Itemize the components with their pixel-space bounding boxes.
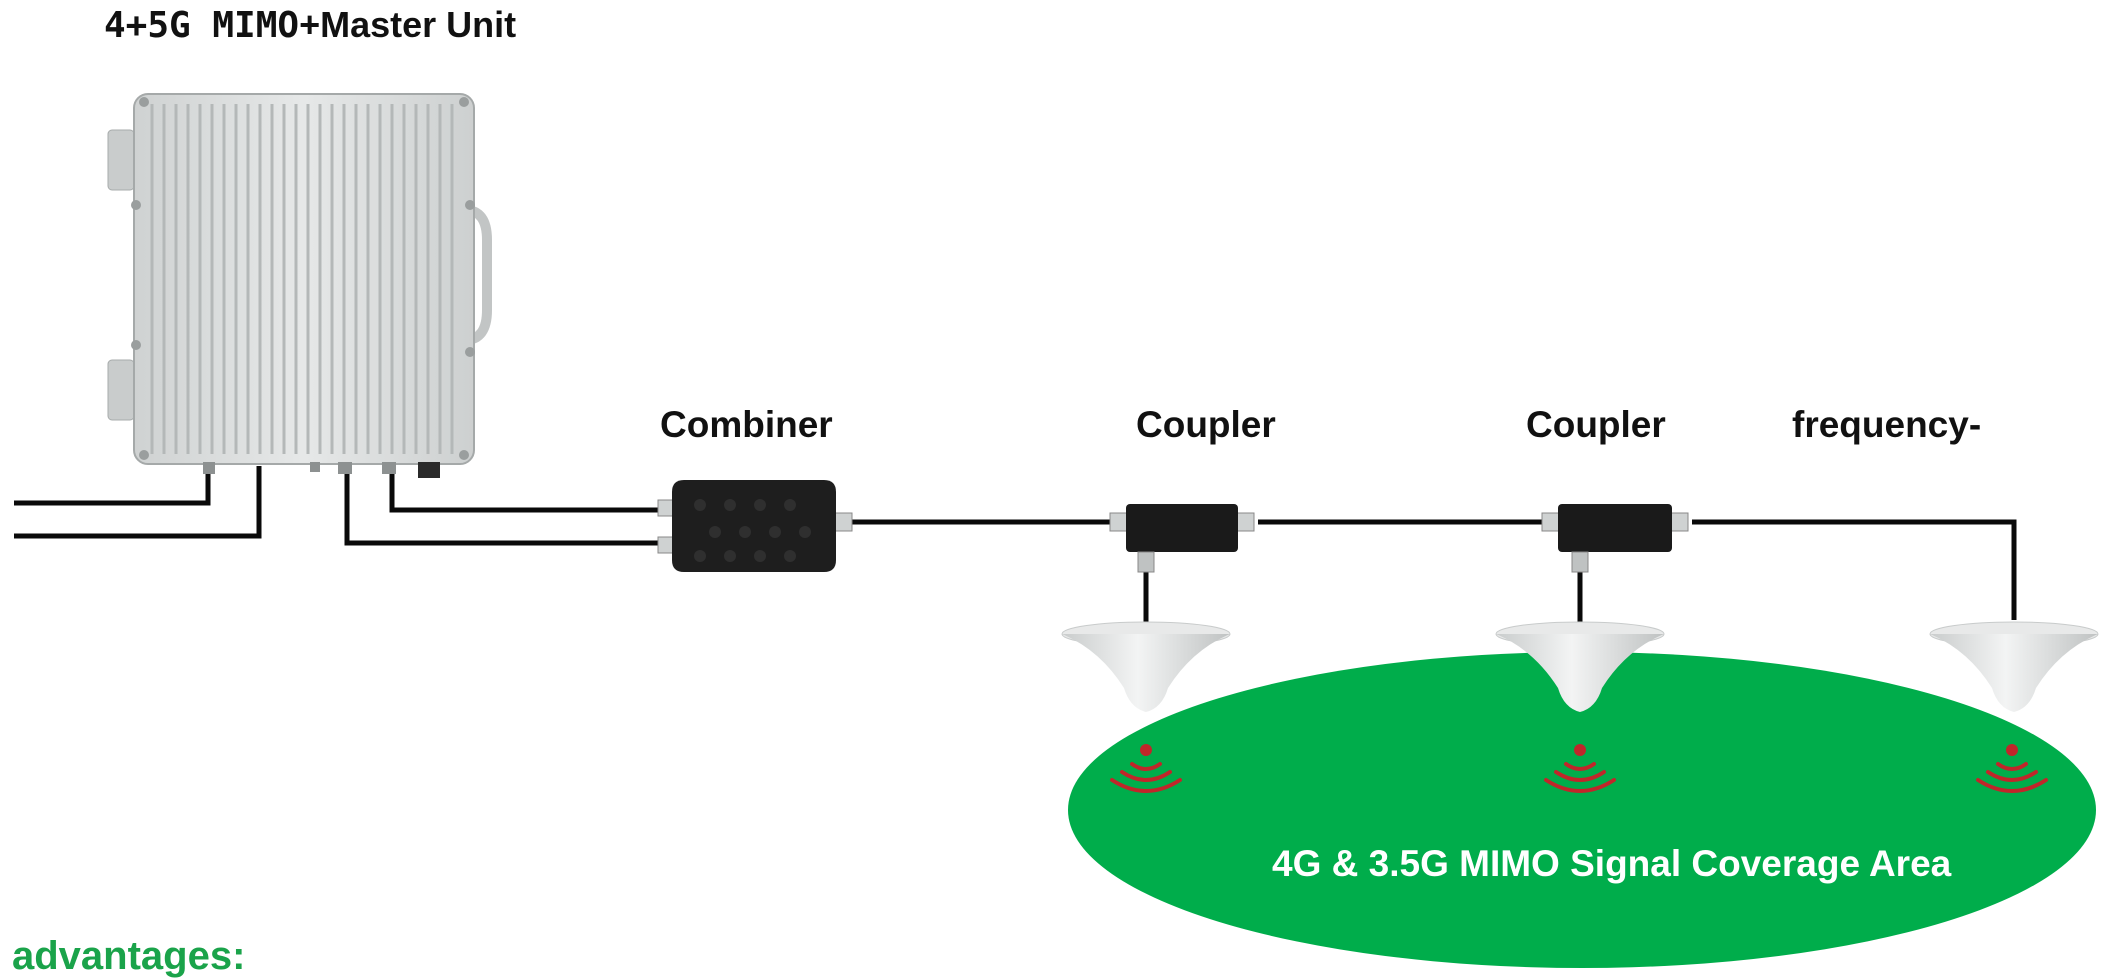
- coupler-label-1: Coupler: [1136, 404, 1276, 445]
- coverage-area-label: 4G & 3.5G MIMO Signal Coverage Area: [1272, 843, 1952, 884]
- frequency-label: frequency-: [1792, 404, 1982, 445]
- coupler-label-2: Coupler: [1526, 404, 1666, 445]
- input-cable-1: [14, 466, 211, 506]
- coupler-image: [1109, 504, 1255, 573]
- combiner-label: Combiner: [660, 404, 833, 445]
- master-unit-image: [107, 93, 492, 478]
- title-suffix: +Master Unit: [299, 4, 517, 45]
- input-cable-2: [14, 466, 262, 539]
- signal-wave-icon: [1976, 744, 2048, 793]
- mu-to-combiner-cable-1: [344, 466, 673, 546]
- signal-wave-icon: [1110, 744, 1182, 793]
- ceiling-antenna-image: [1495, 621, 1665, 712]
- title-prefix: 4+5G MIMO: [104, 5, 300, 46]
- ceiling-antenna-image: [1061, 621, 1231, 712]
- advantages-heading: advantages:: [12, 934, 246, 978]
- cables: [14, 466, 2017, 622]
- mu-to-combiner-cable-2: [389, 466, 673, 513]
- coupler-image: [1541, 504, 1689, 573]
- signal-wave-icon: [1544, 744, 1616, 793]
- coupler-to-antenna-cable: [1692, 519, 2017, 620]
- coverage-area: [1068, 652, 2096, 968]
- combiner-image: [657, 480, 853, 572]
- ceiling-antenna-image: [1929, 621, 2099, 712]
- diagram-title: 4+5G MIMO+Master Unit: [104, 4, 516, 46]
